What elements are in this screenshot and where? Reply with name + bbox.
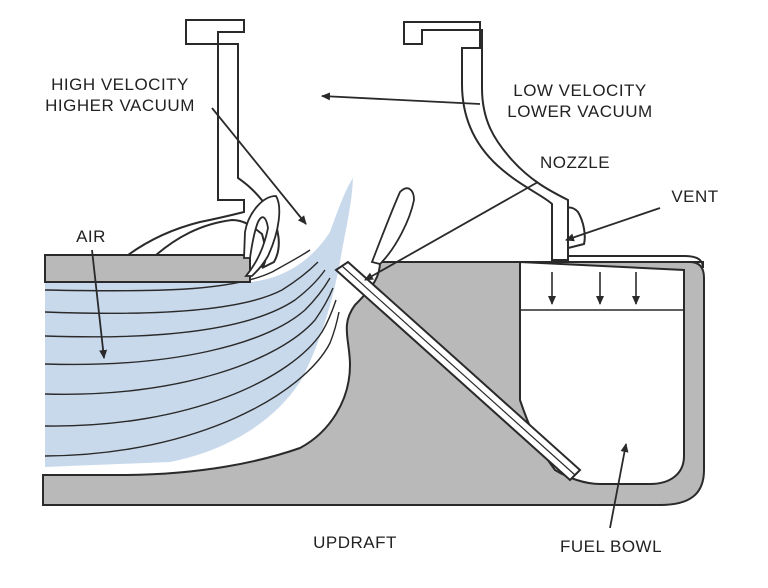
streamline-3 (44, 269, 326, 338)
high-velocity-line2: HIGHER VACUUM (45, 96, 195, 115)
vent-label: VENT (671, 187, 719, 206)
updraft-label: UPDRAFT (313, 533, 397, 552)
right-venturi-wall (403, 21, 569, 261)
high-velocity-label: HIGH VELOCITY HIGHER VACUUM (22, 74, 218, 116)
left-top-plate (44, 254, 251, 283)
streamline-4 (44, 277, 331, 366)
left-venturi-wall (124, 19, 280, 269)
streamline-7 (44, 311, 340, 457)
air-flow-region (45, 178, 353, 467)
right-top-plate (567, 255, 704, 269)
air-label: AIR (76, 227, 106, 246)
callout-arrows (91, 92, 661, 529)
right-venturi-loop (370, 187, 415, 265)
nozzle-label: NOZZLE (539, 153, 611, 172)
fuel-bowl-arrow (609, 443, 629, 529)
streamline-6 (44, 299, 337, 427)
streamline-5 (44, 287, 334, 395)
low-velocity-label: LOW VELOCITY LOWER VACUUM (480, 80, 680, 122)
high-velocity-arrow (211, 107, 307, 225)
left-venturi-loop (243, 195, 281, 277)
fuel-bowl-label: FUEL BOWL (559, 537, 663, 556)
low-velocity-line1: LOW VELOCITY (513, 81, 647, 100)
high-velocity-line1: HIGH VELOCITY (51, 75, 189, 94)
low-velocity-arrow (321, 92, 481, 105)
air-arrow (91, 249, 108, 359)
nozzle-tube (334, 260, 582, 482)
nozzle-arrow (364, 181, 539, 281)
air-flow-streamlines (44, 249, 340, 457)
low-velocity-line2: LOWER VACUUM (507, 102, 653, 121)
vent-arrow (565, 207, 661, 242)
streamline-2 (44, 261, 319, 315)
atmospheric-pressure-arrows (548, 272, 640, 305)
